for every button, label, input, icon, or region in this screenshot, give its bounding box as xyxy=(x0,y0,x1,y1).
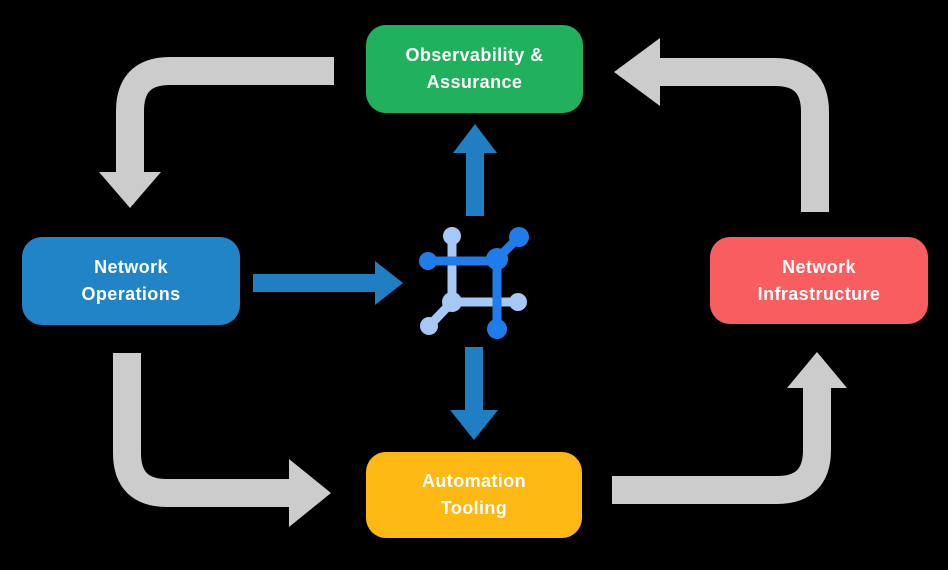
arrow-center-to-observability xyxy=(453,124,497,216)
arrow-infrastructure-to-observability xyxy=(614,38,829,212)
network-icon-light-branches xyxy=(420,227,527,335)
node-network-infrastructure-label: Network Infrastructure xyxy=(757,256,881,304)
node-automation-tooling: Automation Tooling xyxy=(366,452,582,538)
node-network-operations-label: Network Operations xyxy=(81,257,181,304)
node-network-operations: Network Operations xyxy=(22,237,240,325)
node-network-infrastructure: Network Infrastructure xyxy=(710,237,928,324)
arrow-operations-to-automation xyxy=(113,353,331,527)
node-observability-assurance-label: Observability & Assurance xyxy=(405,45,544,92)
arrow-automation-to-infrastructure xyxy=(612,352,847,504)
network-icon-dark-branches xyxy=(419,227,529,339)
arrow-center-to-automation xyxy=(450,347,498,440)
node-automation-tooling-label: Automation Tooling xyxy=(422,471,526,518)
arrow-observability-to-operations xyxy=(99,57,334,208)
network-automation-icon xyxy=(419,227,529,339)
node-observability-assurance: Observability & Assurance xyxy=(366,25,583,113)
arrow-operations-to-center xyxy=(253,261,403,305)
